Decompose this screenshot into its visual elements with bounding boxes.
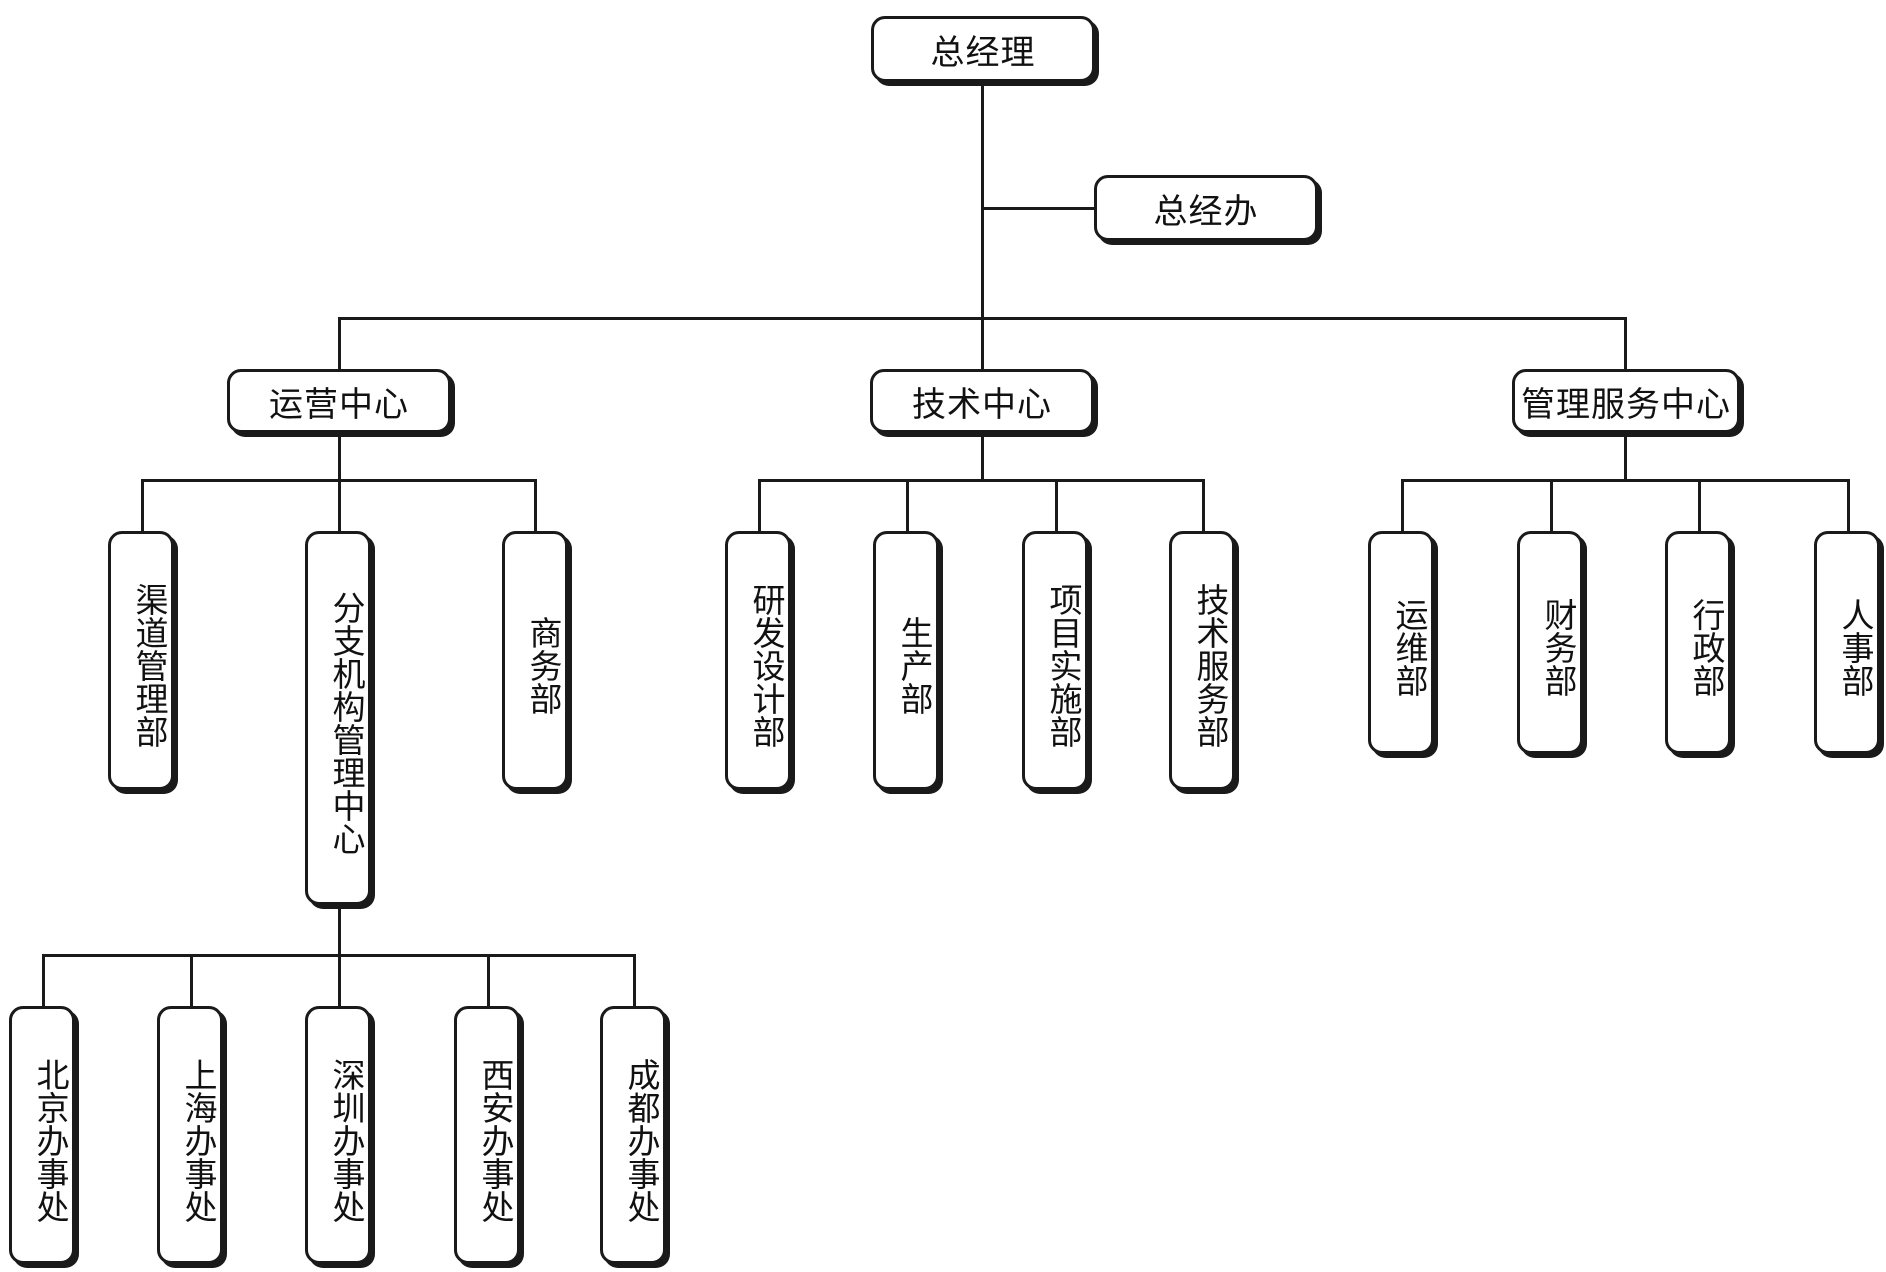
connector-line	[1055, 479, 1058, 531]
connector-line	[981, 317, 984, 372]
connector-line	[338, 954, 341, 1006]
channel-management-dept-node: 渠道管理部	[108, 531, 174, 790]
technical-service-dept-node: 技术服务部	[1169, 531, 1235, 790]
hr-dept-node: 人事部	[1814, 531, 1880, 754]
chengdu-office-node: 成都办事处	[600, 1006, 666, 1264]
connector-line	[1847, 479, 1850, 531]
connector-line	[487, 954, 490, 1006]
connector-line	[1624, 430, 1627, 482]
branch-management-center-node: 分支机构管理中心	[305, 531, 371, 905]
connector-line	[981, 207, 1094, 210]
connector-line	[1202, 479, 1205, 531]
project-implementation-dept-node: 项目实施部	[1022, 531, 1088, 790]
connector-line	[1698, 479, 1701, 531]
connector-line	[338, 479, 341, 531]
connector-line	[338, 317, 341, 372]
finance-dept-node: 财务部	[1517, 531, 1583, 754]
ops-maintenance-dept-node: 运维部	[1368, 531, 1434, 754]
connector-line	[758, 479, 1205, 482]
connector-line	[981, 430, 984, 482]
technology-center-node: 技术中心	[870, 369, 1094, 433]
general-manager-node: 总经理	[871, 16, 1095, 82]
connector-line	[534, 479, 537, 531]
connector-line	[1401, 479, 1850, 482]
connector-line	[1624, 317, 1627, 372]
operations-center-node: 运营中心	[227, 369, 451, 433]
shenzhen-office-node: 深圳办事处	[305, 1006, 371, 1264]
connector-line	[141, 479, 144, 531]
beijing-office-node: 北京办事处	[9, 1006, 75, 1264]
connector-line	[906, 479, 909, 531]
administration-dept-node: 行政部	[1665, 531, 1731, 754]
connector-line	[42, 954, 45, 1006]
xian-office-node: 西安办事处	[454, 1006, 520, 1264]
general-office-node: 总经办	[1094, 175, 1318, 241]
connector-line	[758, 479, 761, 531]
connector-line	[338, 430, 341, 482]
connector-line	[1401, 479, 1404, 531]
connector-line	[981, 86, 984, 320]
production-dept-node: 生产部	[873, 531, 939, 790]
business-dept-node: 商务部	[502, 531, 568, 790]
connector-line	[190, 954, 193, 1006]
rnd-design-dept-node: 研发设计部	[725, 531, 791, 790]
management-service-center-node: 管理服务中心	[1512, 369, 1740, 433]
connector-line	[338, 905, 341, 957]
connector-line	[1550, 479, 1553, 531]
connector-line	[633, 954, 636, 1006]
shanghai-office-node: 上海办事处	[157, 1006, 223, 1264]
